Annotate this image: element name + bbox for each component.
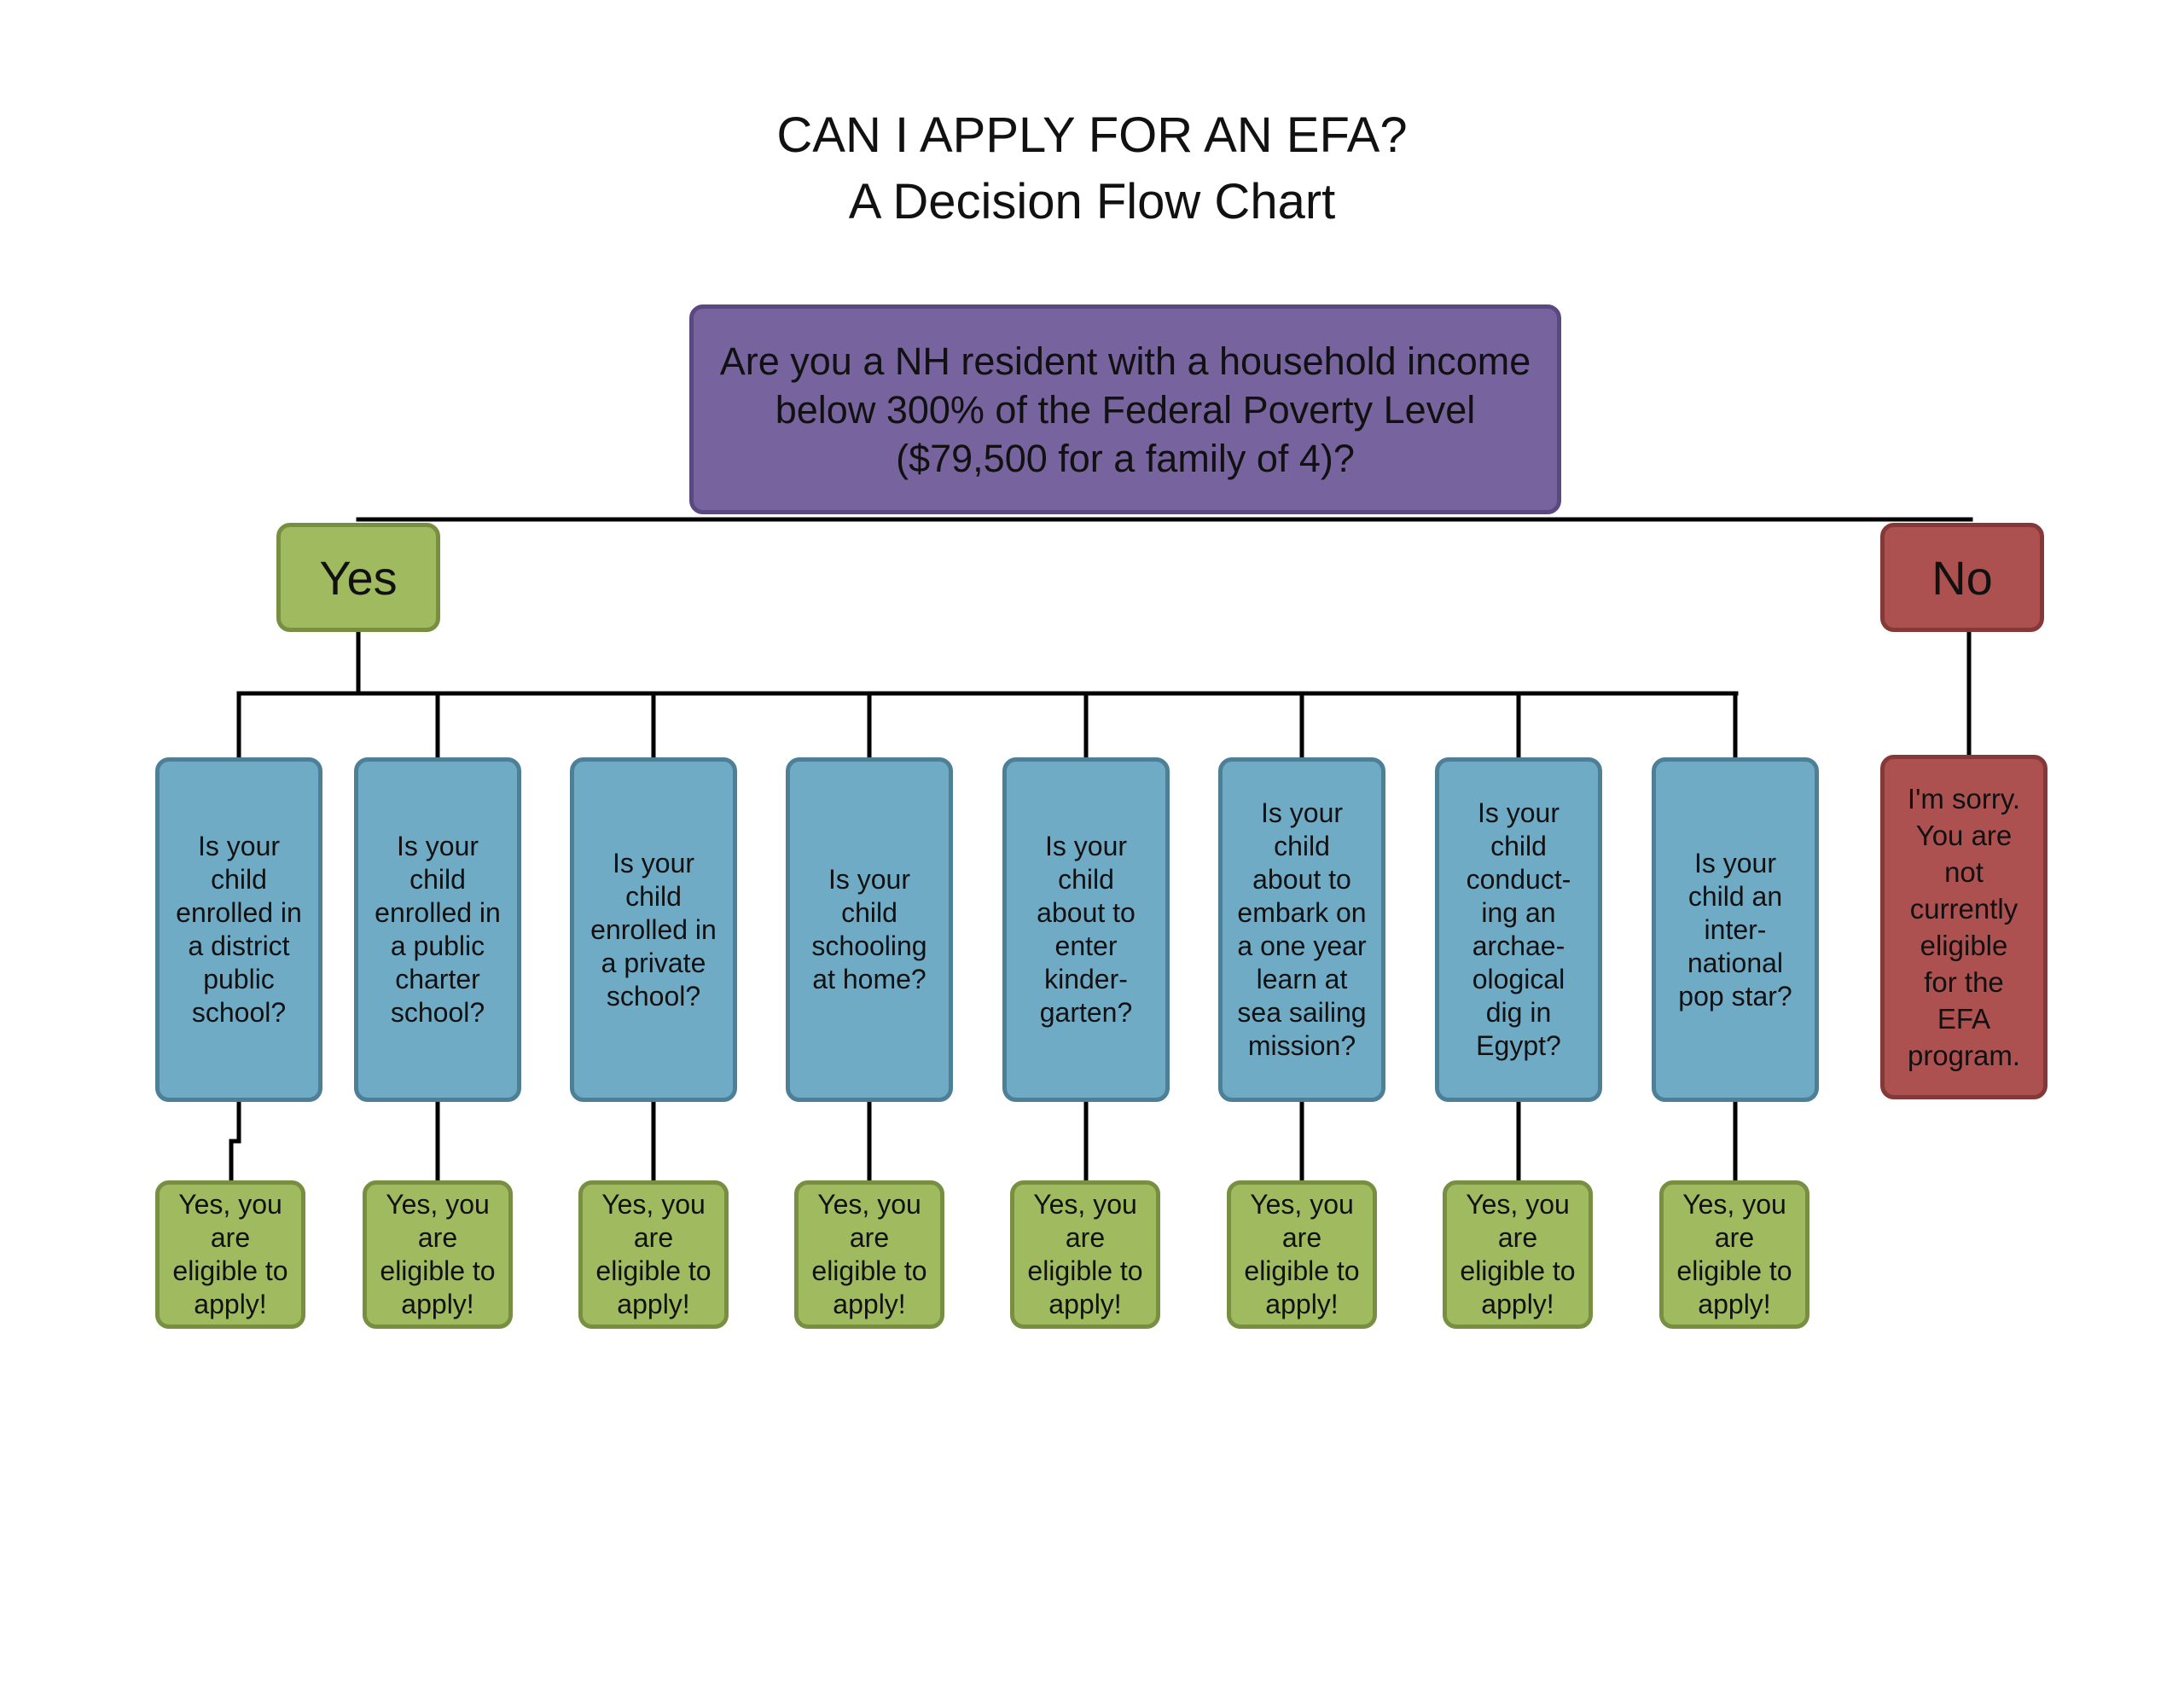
yes-branch-box: Yes <box>276 523 440 632</box>
eligible-result-6: Yes, you are eligible to apply! <box>1227 1180 1377 1329</box>
chart-title: CAN I APPLY FOR AN EFA? A Decision Flow … <box>0 102 2184 235</box>
not-eligible-box: I'm sorry. You are not currently eligibl… <box>1880 755 2048 1099</box>
main-question-box: Are you a NH resident with a household i… <box>689 304 1561 514</box>
title-line-2: A Decision Flow Chart <box>848 174 1336 229</box>
title-line-1: CAN I APPLY FOR AN EFA? <box>776 107 1408 163</box>
eligible-result-8: Yes, you are eligible to apply! <box>1659 1180 1809 1329</box>
no-branch-box: No <box>1880 523 2044 632</box>
sub-question-sailing-mission: Is your child about to embark on a one y… <box>1218 757 1385 1102</box>
sub-question-district-public: Is your child enrolled in a district pub… <box>155 757 322 1102</box>
eligible-result-7: Yes, you are eligible to apply! <box>1443 1180 1593 1329</box>
eligible-result-3: Yes, you are eligible to apply! <box>578 1180 729 1329</box>
sub-question-pop-star: Is your child an inter- national pop sta… <box>1652 757 1819 1102</box>
sub-question-private-school: Is your child enrolled in a private scho… <box>570 757 737 1102</box>
eligible-result-4: Yes, you are eligible to apply! <box>794 1180 944 1329</box>
result-link-1 <box>229 1099 241 1183</box>
eligible-result-5: Yes, you are eligible to apply! <box>1010 1180 1160 1329</box>
sub-question-home-school: Is your child schooling at home? <box>786 757 953 1102</box>
eligible-result-1: Yes, you are eligible to apply! <box>155 1180 305 1329</box>
sub-question-archaeological-dig: Is your child conduct- ing an archae- ol… <box>1435 757 1602 1102</box>
sub-question-kindergarten: Is your child about to enter kinder- gar… <box>1002 757 1170 1102</box>
sub-question-public-charter: Is your child enrolled in a public chart… <box>354 757 521 1102</box>
eligible-result-2: Yes, you are eligible to apply! <box>363 1180 513 1329</box>
